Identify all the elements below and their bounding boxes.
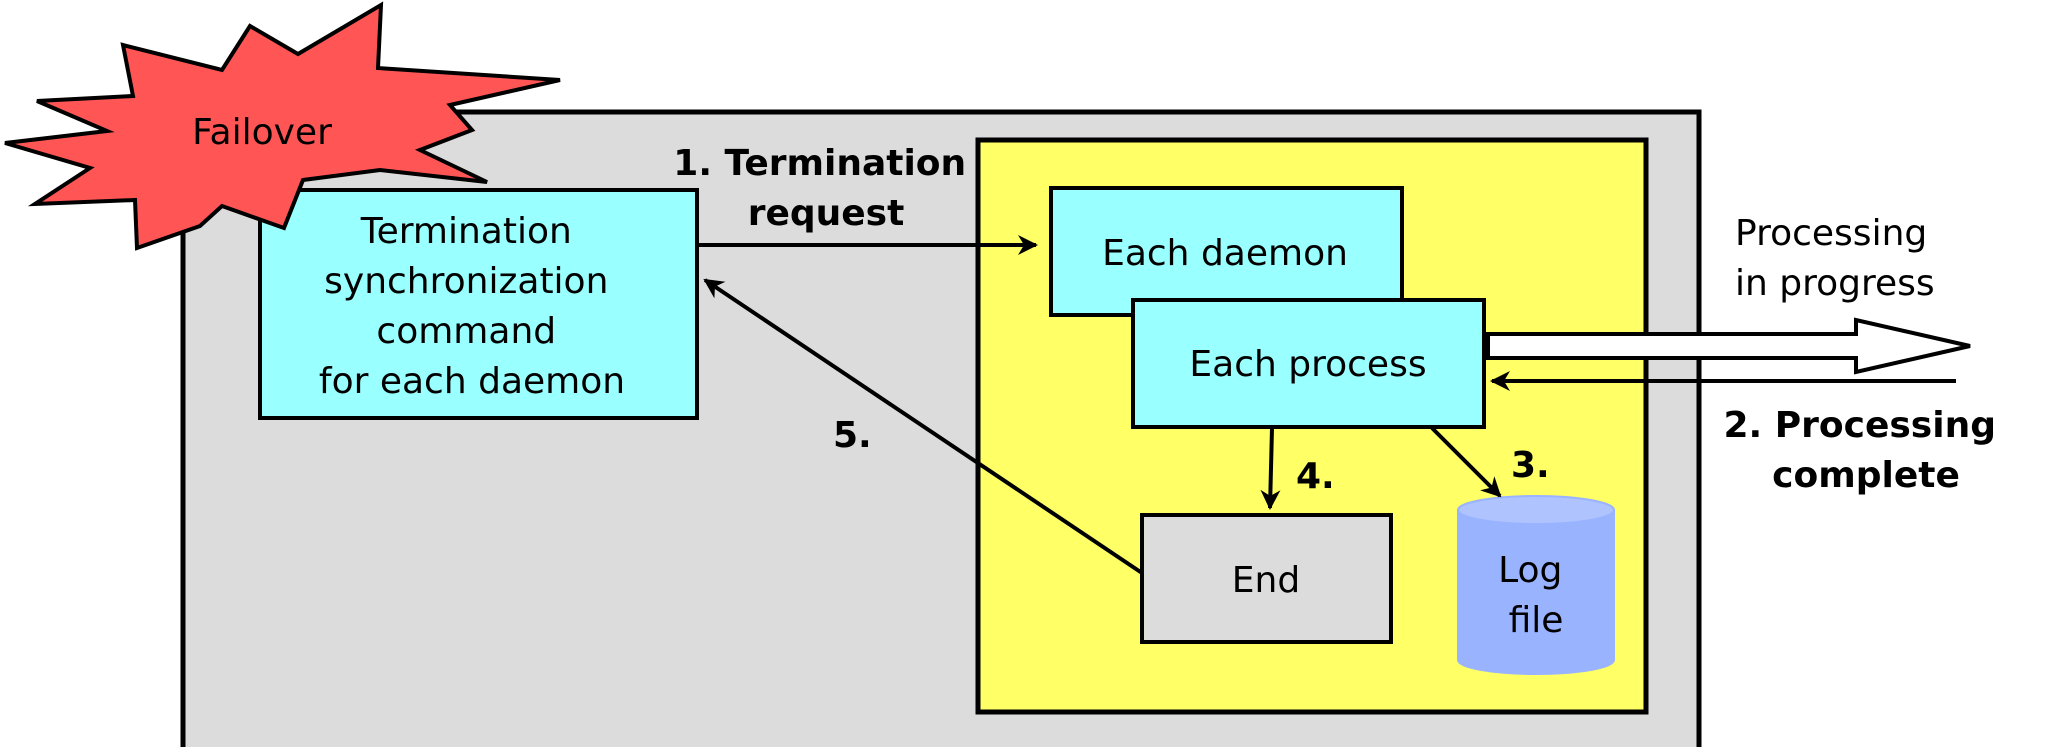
each-daemon-box: Each daemon [1049,186,1404,317]
step-5-label: 5. [833,415,872,456]
processing-in-progress-line-1: Processing [1735,213,1927,254]
processing-in-progress-line-2: in progress [1735,263,1935,304]
end-to-sync-arrow [703,278,1144,575]
sync-command-box: Termination synchronization command for … [258,188,699,420]
failover-starburst: Failover [4,1,561,251]
svg-text:Termination synchronizat: Termination synchronization command for … [319,211,625,402]
step-2-label-line-2: complete [1772,455,1960,496]
sync-command-line-3: command [376,311,556,352]
step-3-label: 3. [1511,445,1550,486]
sync-command-line-1: Termination [360,211,572,252]
database-icon [1457,509,1615,675]
step-2-label-line-1: 2. Processing [1723,405,1995,446]
step-1-label-line-2: request [748,193,905,234]
step-1-label-line-1: 1. Termination [673,143,966,184]
each-daemon-label: Each daemon [1102,233,1348,274]
step-4-label: 4. [1296,456,1335,497]
log-file-line-2: file [1509,600,1564,641]
each-process-label: Each process [1189,344,1426,385]
failover-label: Failover [192,112,332,153]
svg-text:Log file: Log file [1498,550,1574,641]
process-to-log-arrow [1430,426,1502,498]
end-box: End [1140,513,1393,644]
process-to-end-arrow [1260,427,1281,510]
processing-in-progress-arrow [1486,317,1971,375]
each-process-box: Each process [1131,298,1486,429]
sync-command-line-4: for each daemon [319,361,625,402]
svg-text:1. Termination request: 1. Termination request [673,143,978,234]
sync-command-line-2: synchronization [324,261,608,302]
log-file-cylinder: Log file [1457,495,1615,675]
end-label: End [1232,560,1300,601]
failover-burst-icon [4,1,561,251]
svg-text:Processing in progress: Processing in progress [1735,213,1939,304]
svg-text:2. Processing complete: 2. Processing complete [1723,405,2008,496]
log-file-line-1: Log [1498,550,1562,591]
